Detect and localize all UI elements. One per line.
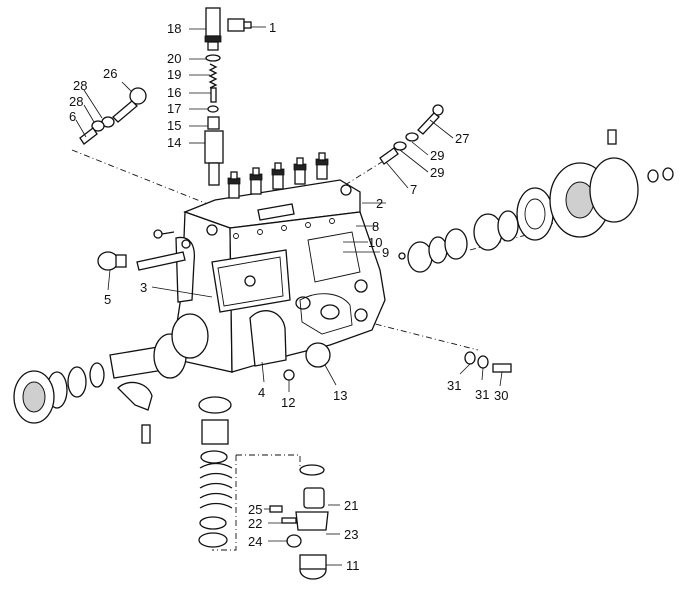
callout-9: 9 — [382, 245, 389, 260]
callout-3: 3 — [140, 280, 147, 295]
callout-22: 22 — [248, 516, 262, 531]
callout-5: 5 — [104, 292, 111, 307]
callout-8: 8 — [372, 219, 379, 234]
callout-23: 23 — [344, 527, 358, 542]
callout-29-upper: 29 — [430, 148, 444, 163]
left-screw — [97, 229, 186, 271]
delivery-valve-stack — [204, 7, 252, 186]
left-fitting — [79, 87, 147, 145]
small-parts — [283, 342, 512, 381]
callout-29-lower: 29 — [430, 165, 444, 180]
callout-17: 17 — [167, 101, 181, 116]
callout-18: 18 — [167, 21, 181, 36]
callout-14: 14 — [167, 135, 181, 150]
callout-labels: 1 18 20 19 16 17 15 14 26 28 28 6 27 29 … — [69, 20, 508, 573]
callout-28-upper: 28 — [73, 78, 87, 93]
callout-25: 25 — [248, 502, 262, 517]
tappet-stack — [269, 464, 329, 580]
callout-7: 7 — [410, 182, 417, 197]
callout-27: 27 — [455, 131, 469, 146]
callout-10: 10 — [368, 235, 382, 250]
callout-12: 12 — [281, 395, 295, 410]
callout-30: 30 — [494, 388, 508, 403]
callout-31-right: 31 — [475, 387, 489, 402]
callout-1: 1 — [269, 20, 276, 35]
delivery-valve-holders — [227, 152, 329, 199]
plunger-stack — [198, 396, 233, 548]
callout-28-lower: 28 — [69, 94, 83, 109]
callout-15: 15 — [167, 118, 181, 133]
callout-24: 24 — [248, 534, 262, 549]
callout-13: 13 — [333, 388, 347, 403]
callout-31-left: 31 — [447, 378, 461, 393]
right-fitting — [379, 104, 444, 165]
callout-20: 20 — [167, 51, 181, 66]
callout-6: 6 — [69, 109, 76, 124]
right-seals — [398, 129, 674, 273]
callout-21: 21 — [344, 498, 358, 513]
callout-11: 11 — [346, 558, 360, 573]
callout-2: 2 — [376, 196, 383, 211]
callout-26: 26 — [103, 66, 117, 81]
callout-4: 4 — [258, 385, 265, 400]
callout-19: 19 — [167, 67, 181, 82]
drive-shaft — [13, 313, 209, 444]
leader-lines — [75, 26, 503, 566]
callout-16: 16 — [167, 85, 181, 100]
